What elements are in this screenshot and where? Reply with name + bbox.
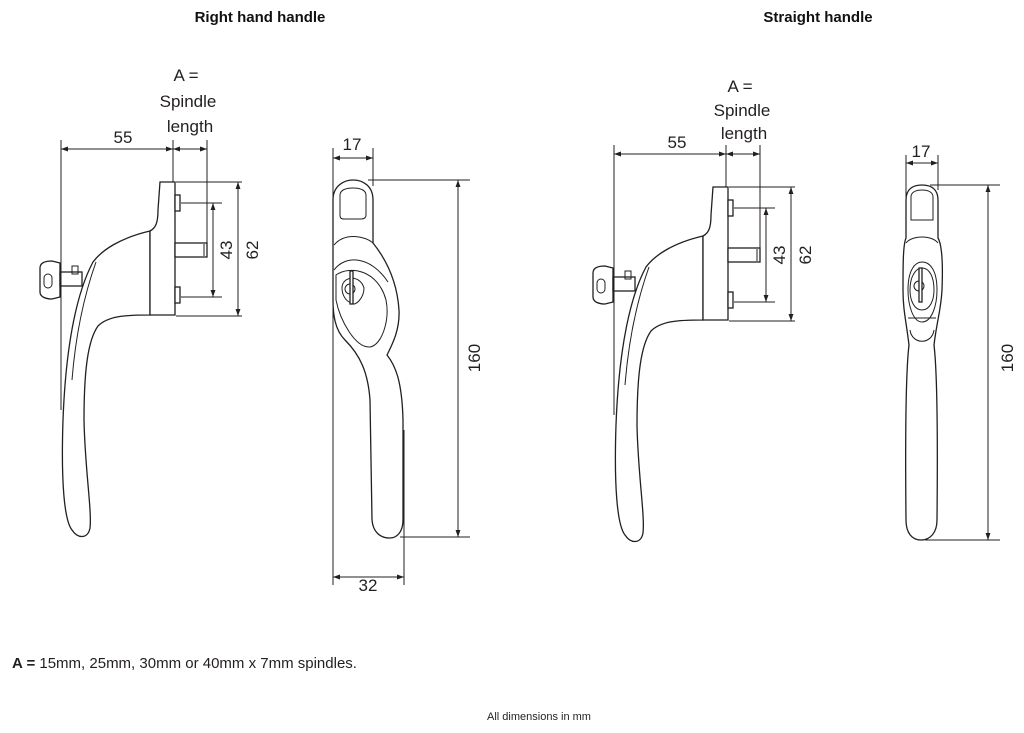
spindle-label-line1-right: A = bbox=[727, 77, 752, 96]
spindle-label-line3-right: length bbox=[721, 124, 767, 143]
dim-17: 17 bbox=[343, 135, 362, 154]
spindle-note: A = 15mm, 25mm, 30mm or 40mm x 7mm spind… bbox=[12, 655, 357, 672]
spindle-note-prefix: A = bbox=[12, 655, 36, 672]
dim-43: 43 bbox=[217, 241, 236, 260]
dim-43-right: 43 bbox=[770, 246, 789, 265]
front-view-straight bbox=[902, 155, 1000, 541]
dim-62: 62 bbox=[243, 241, 262, 260]
spindle-label-line3: length bbox=[167, 117, 213, 136]
spindle-label-line1: A = bbox=[173, 66, 198, 85]
spindle-note-text: 15mm, 25mm, 30mm or 40mm x 7mm spindles. bbox=[35, 655, 357, 672]
dim-160-right: 160 bbox=[998, 344, 1017, 372]
dim-32: 32 bbox=[359, 576, 378, 595]
dim-160: 160 bbox=[465, 344, 484, 372]
title-right-hand-handle: Right hand handle bbox=[195, 9, 326, 26]
dim-62-right: 62 bbox=[796, 246, 815, 265]
side-view-straight bbox=[593, 145, 795, 542]
side-view-right-hand bbox=[40, 140, 242, 537]
front-view-right-hand bbox=[332, 148, 470, 585]
footer-units: All dimensions in mm bbox=[487, 711, 591, 723]
title-straight-handle: Straight handle bbox=[763, 9, 872, 26]
dim-55: 55 bbox=[114, 128, 133, 147]
dim-55-right: 55 bbox=[668, 133, 687, 152]
spindle-label-line2-right: Spindle bbox=[714, 101, 771, 120]
spindle-label-line2: Spindle bbox=[160, 92, 217, 111]
dim-17-right: 17 bbox=[912, 142, 931, 161]
